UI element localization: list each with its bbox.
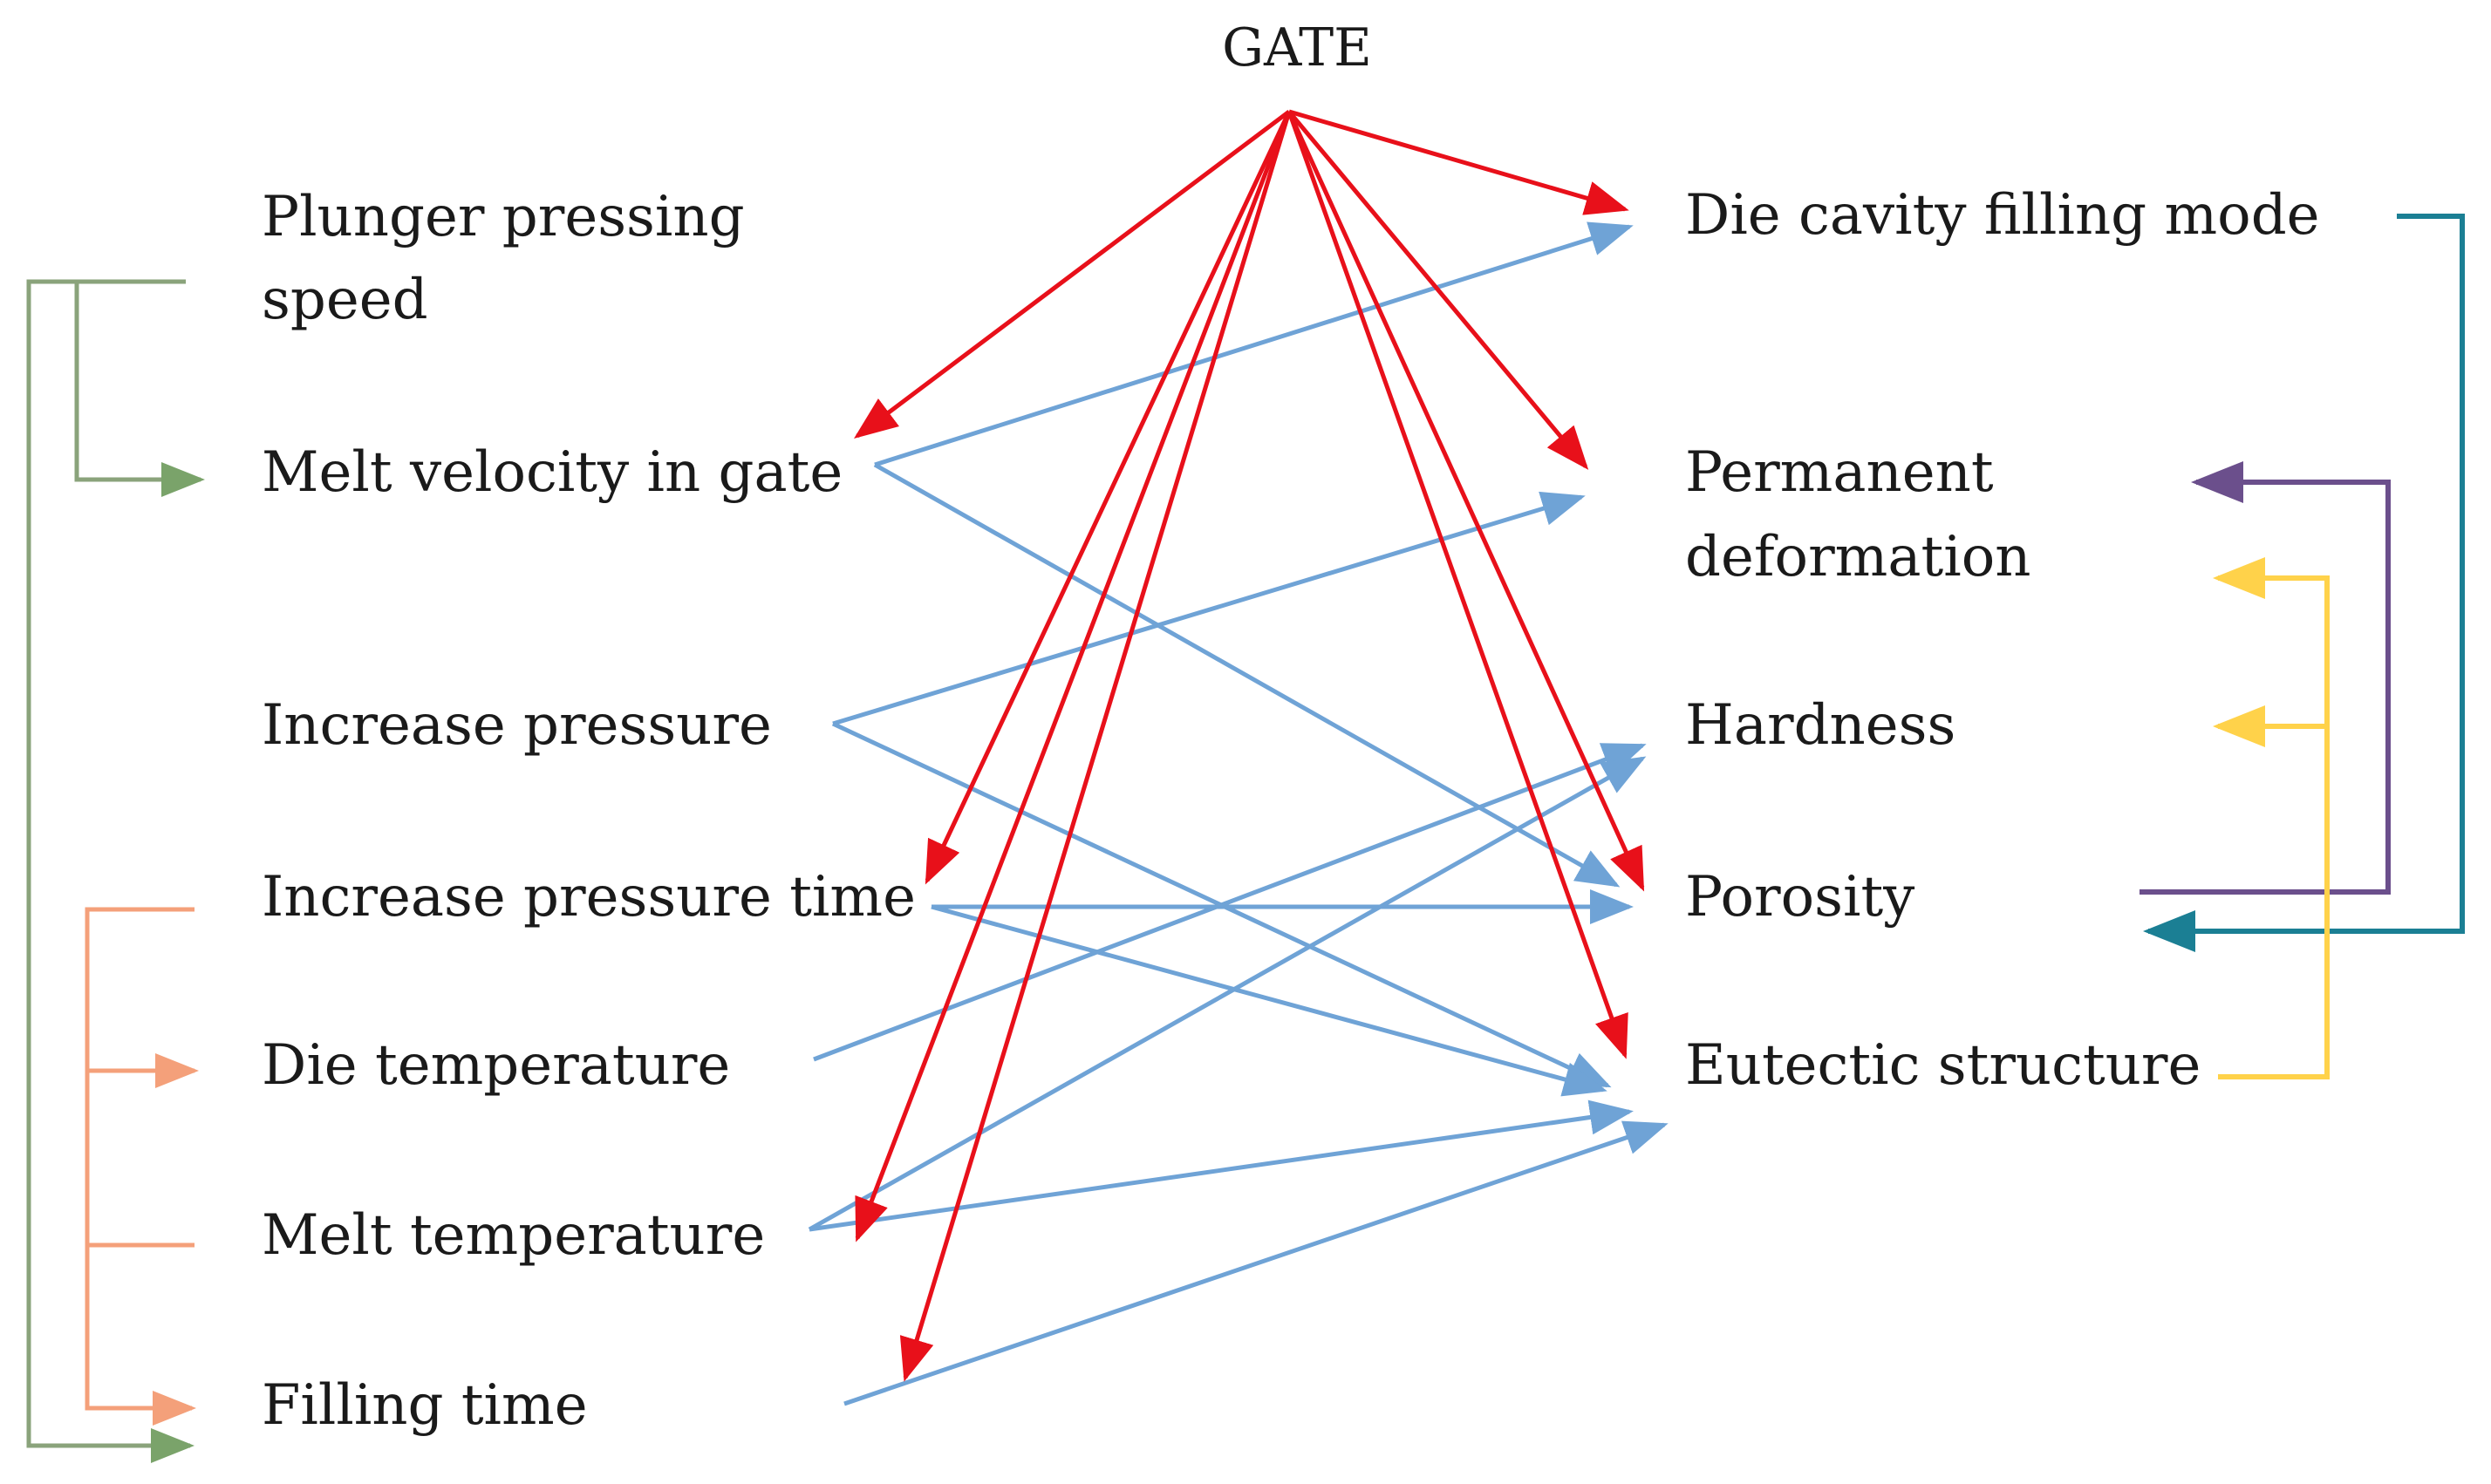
arrow-melt-velocity-to-filling-mode: [874, 221, 1634, 467]
filling-mode-label: Die cavity filling mode: [1685, 183, 2320, 248]
gate-to-deformation-arrow: [1287, 110, 1589, 470]
arrow-melt-temp-to-hardness: [808, 756, 1647, 1232]
arrow-melt-velocity-to-porosity: [873, 462, 1621, 888]
gate-to-melt-velocity-arrow: [854, 110, 1291, 439]
arrow-die-temp-to-hardness: [813, 743, 1647, 1062]
gate-label: GATE: [1222, 17, 1372, 78]
deformation-label-line2: deformation: [1685, 525, 2030, 589]
influence-arrows: [808, 221, 1669, 1406]
arrow-filling-time-to-eutectic: [843, 1120, 1669, 1406]
gate-to-filling-mode-arrow: [1288, 109, 1629, 215]
arrow-pressure-time-to-eutectic: [931, 904, 1607, 1097]
output-labels: Die cavity filling mode Permanent deform…: [1685, 183, 2320, 1098]
porosity-bracket: [2140, 461, 2391, 895]
melt-temperature-label: Melt temperature: [262, 1203, 765, 1268]
eutectic-bracket: [2213, 557, 2330, 1079]
porosity-label: Porosity: [1685, 865, 1914, 929]
eutectic-label: Eutectic structure: [1685, 1033, 2201, 1098]
plunger-speed-label-line1: Plunger pressing: [262, 185, 745, 249]
arrow-melt-temp-to-eutectic: [809, 1099, 1634, 1232]
increase-pressure-time-label: Increase pressure time: [262, 865, 916, 929]
melt-velocity-label: Melt velocity in gate: [262, 440, 843, 505]
temp-bracket-spine: [85, 907, 196, 1426]
die-temperature-label: Die temperature: [262, 1033, 730, 1098]
purple-bracket-line: [2140, 461, 2391, 895]
input-labels: Plunger pressing speed Melt velocity in …: [262, 185, 916, 1438]
plunger-speed-label-line2: speed: [262, 268, 428, 332]
filling-time-label: Filling time: [262, 1373, 588, 1438]
plunger-bracket-inner: [74, 282, 205, 497]
temperature-bracket: [85, 907, 199, 1426]
gate-arrows: [854, 109, 1645, 1382]
teal-bracket-line: [2143, 214, 2465, 952]
increase-pressure-label: Increase pressure: [262, 693, 772, 758]
yellow-bracket-line: [2213, 557, 2330, 1079]
hardness-label: Hardness: [1685, 693, 1955, 758]
arrow-increase-pressure-to-deformation: [832, 491, 1586, 726]
gate-to-pressure-time-arrow: [925, 110, 1292, 885]
gate-to-porosity-arrow: [1286, 110, 1645, 892]
gate-to-eutectic-arrow: [1286, 111, 1628, 1059]
filling-mode-bracket: [2143, 214, 2465, 952]
plunger-bracket: [26, 279, 205, 1463]
deformation-label-line1: Permanent: [1685, 440, 1994, 505]
gate-to-filling-time-arrow: [899, 111, 1292, 1382]
gate-to-melt-temp-arrow: [855, 111, 1292, 1242]
plunger-bracket-outer: [26, 279, 195, 1463]
